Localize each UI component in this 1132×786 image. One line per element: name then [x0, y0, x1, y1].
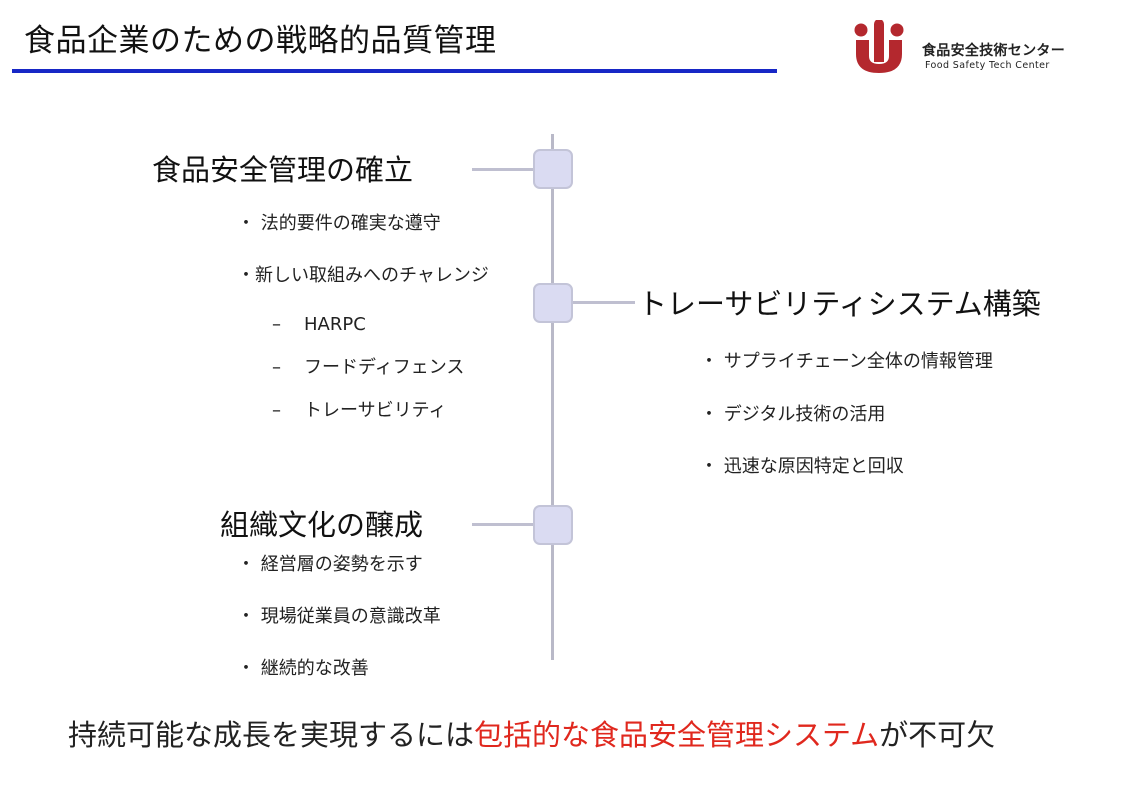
logo-name-en: Food Safety Tech Center — [925, 60, 1050, 71]
timeline-spine — [551, 134, 554, 660]
sub-item: トレーサビリティ — [304, 400, 447, 421]
section-heading: トレーサビリティシステム構築 — [638, 287, 1041, 321]
section-heading: 食品安全管理の確立 — [152, 153, 414, 187]
title-underline — [12, 69, 777, 73]
bullet-item: ・ 法的要件の確実な遵守 — [237, 213, 441, 234]
bullet-item: ・ 迅速な原因特定と回収 — [700, 456, 904, 477]
bullet-item: ・新しい取組みへのチャレンジ — [237, 265, 489, 286]
bullet-item: ・ サプライチェーン全体の情報管理 — [700, 351, 993, 372]
page-title: 食品企業のための戦略的品質管理 — [24, 23, 497, 59]
bullet-item: ・ 経営層の姿勢を示す — [237, 554, 423, 575]
timeline-node-1 — [533, 149, 573, 189]
conclusion-suffix: が不可欠 — [879, 718, 996, 752]
connector-3 — [472, 523, 534, 526]
logo-name-jp: 食品安全技術センター — [922, 43, 1065, 59]
bullet-item: ・ 継続的な改善 — [237, 658, 369, 679]
bullet-item: ・ 現場従業員の意識改革 — [237, 606, 441, 627]
dash-marker: – — [272, 400, 281, 421]
dash-marker: – — [272, 357, 281, 378]
timeline-node-2 — [533, 283, 573, 323]
bullet-item: ・ デジタル技術の活用 — [700, 404, 886, 425]
logo-icon — [854, 20, 904, 73]
connector-1 — [472, 168, 534, 171]
sub-item: HARPC — [304, 314, 366, 335]
conclusion-prefix: 持続可能な成長を実現するには — [68, 718, 475, 752]
dash-marker: – — [272, 314, 281, 335]
timeline-node-3 — [533, 505, 573, 545]
sub-item: フードディフェンス — [304, 357, 465, 378]
conclusion-highlight: 包括的な食品安全管理システム — [474, 718, 880, 752]
connector-2 — [573, 301, 635, 304]
conclusion-statement: 持続可能な成長を実現するには包括的な食品安全管理システムが不可欠 — [68, 714, 995, 756]
section-heading: 組織文化の醸成 — [220, 508, 424, 542]
